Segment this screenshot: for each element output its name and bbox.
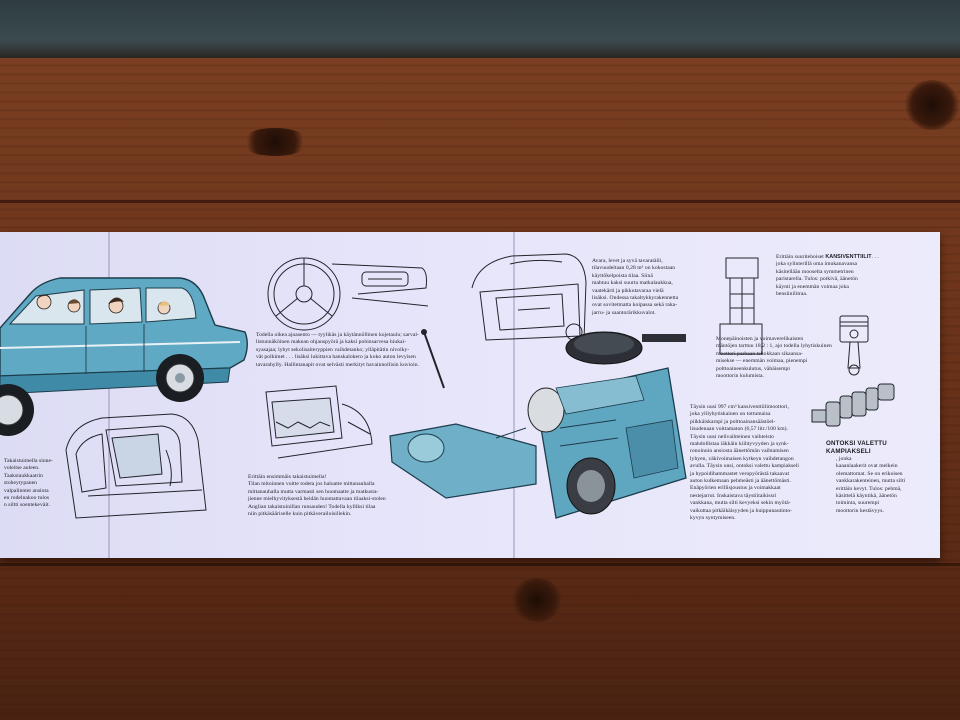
cylinder-head-illustration — [716, 254, 766, 358]
background-wall — [0, 0, 960, 58]
trunk-caption: Avara, levet ja syvä tavaratäili, tilavu… — [592, 258, 679, 316]
page-fold — [513, 232, 515, 558]
car-brochure: Takaistuimella sinne- voleitse auleen. T… — [0, 232, 940, 558]
piston-caption: Monepäinoisten ja voimaverelikaisten män… — [716, 336, 832, 380]
valves-heading: KANSIVENTTIILIT — [825, 254, 872, 260]
piston-illustration — [834, 312, 874, 376]
engine-gearbox-illustration — [386, 328, 698, 540]
rear-space-caption: Erittäin ensimmäis takaistuimella! Tilan… — [248, 474, 386, 518]
dashboard-caption: Todella oikea ajoasento — tyylikäs ja kä… — [256, 332, 419, 368]
rear-seat-caption: Takaistuimella sinne- voleitse auleen. T… — [4, 458, 53, 509]
page-fold — [108, 232, 110, 558]
crankshaft-heading: ONTOKSI VALETTU KAMPIAKSELI — [826, 440, 887, 455]
wood-knot — [905, 80, 959, 130]
valves-caption-lead: Erittäin suuritehoiset — [776, 254, 824, 260]
crankshaft-caption: , jonka kaaanlaakerit ovat melkein olema… — [836, 456, 906, 514]
engine-caption: Täysin uusi 997 cm³ kansiventtiilimootto… — [690, 404, 800, 522]
wood-knot — [512, 578, 562, 622]
rear-door-illustration — [62, 410, 210, 520]
valves-caption-rest: . . . joka sylinterillä oma imukanavansa… — [776, 254, 879, 298]
car-side-illustration — [0, 250, 250, 450]
crankshaft-illustration — [808, 380, 898, 436]
plank-seam — [0, 200, 960, 203]
dashboard-illustration — [262, 254, 430, 334]
wood-knot — [240, 128, 310, 156]
valves-caption: Erittäin suuritehoiset KANSIVENTTIILIT. … — [776, 254, 906, 298]
plank-seam — [0, 563, 960, 566]
rear-interior-illustration — [258, 382, 376, 464]
